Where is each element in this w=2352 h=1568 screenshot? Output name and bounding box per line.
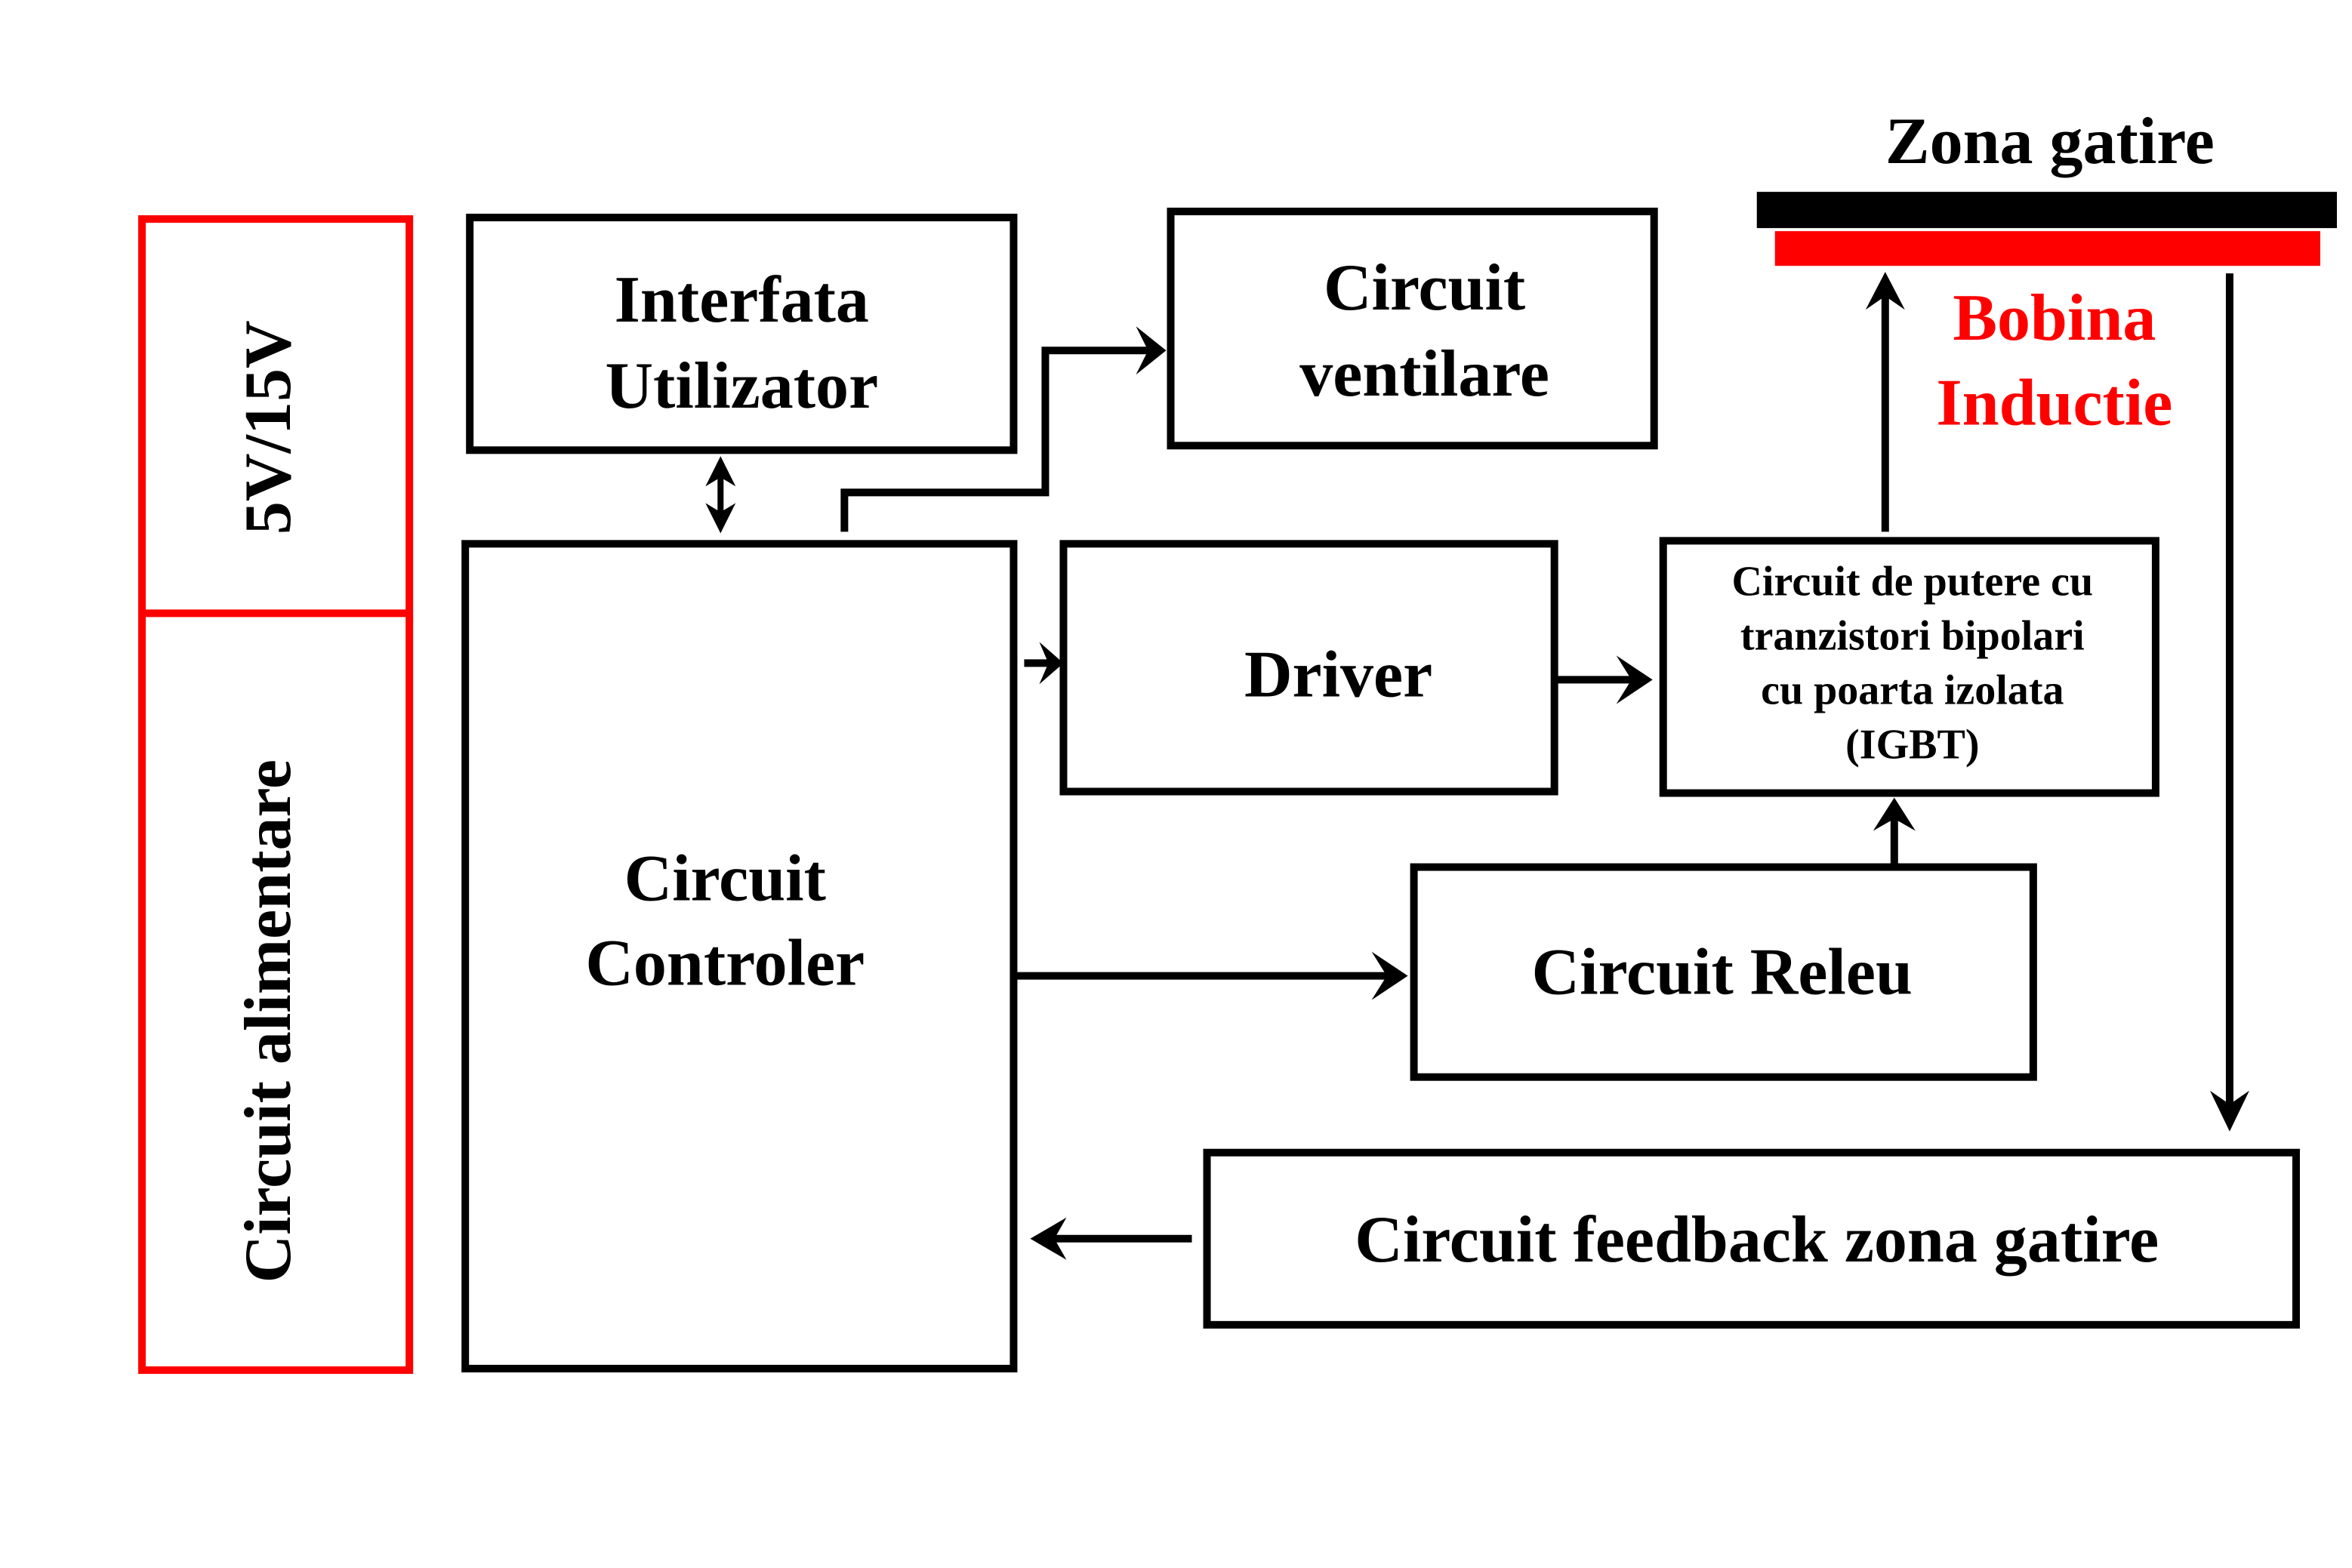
driver-label: Driver — [1244, 638, 1432, 711]
igbt-line-4: (IGBT) — [1845, 721, 1979, 768]
connection-feedback-controller — [1030, 1217, 1192, 1260]
arrow-up-icon — [1873, 797, 1916, 831]
coil-label-line-2: Inductie — [1936, 366, 2172, 439]
feedback-box — [1203, 1148, 2300, 1329]
arrow-up-icon — [705, 456, 736, 487]
connection-coil-feedback — [2209, 273, 2249, 1132]
controller-block: Circuit Controler — [461, 540, 1018, 1372]
igbt-line-2: tranzistori bipolari — [1740, 612, 2085, 659]
relay-box — [1410, 863, 2037, 1081]
arrow-right-icon — [1371, 951, 1408, 1000]
igbt-box — [1659, 537, 2159, 797]
arrow-right-icon — [1039, 642, 1064, 685]
driver-box — [1059, 540, 1558, 796]
igbt-line-3: cu poarta izolata — [1761, 667, 2064, 713]
arrow-left-icon — [1030, 1217, 1067, 1260]
igbt-block: Circuit de putere cu tranzistori bipolar… — [1659, 537, 2159, 797]
controller-box — [461, 540, 1018, 1372]
fan-circuit-box — [1167, 208, 1658, 450]
induction-coil-label: Bobina Inductie — [1936, 282, 2172, 439]
feedback-block: Circuit feedback zona gatire — [1203, 1148, 2300, 1329]
connection-controller-driver — [1024, 642, 1064, 685]
arrow-down-icon — [705, 503, 736, 534]
controller-line-2: Controler — [585, 927, 865, 1000]
fan-circuit-line-2: ventilare — [1299, 337, 1549, 411]
connection-driver-igbt — [1557, 655, 1653, 704]
user-interface-line-1: Interfata — [615, 263, 869, 337]
voltage-label: 5V/15V — [232, 320, 305, 534]
user-interface-line-2: Utilizator — [605, 350, 878, 423]
connection-controller-fan — [840, 326, 1167, 532]
cooking-zone-plate — [1756, 192, 2337, 229]
connection-igbt-coil — [1865, 272, 1905, 532]
power-supply-block: 5V/15V Circuit alimentare — [138, 215, 414, 1374]
arrow-right-icon — [1136, 326, 1167, 375]
arrow-up-icon — [1865, 272, 1905, 310]
cooking-zone-title: Zona gatire — [1885, 105, 2215, 178]
fan-circuit-line-1: Circuit — [1324, 251, 1525, 325]
coil-label-line-1: Bobina — [1953, 282, 2156, 355]
connection-ui-controller — [705, 456, 736, 534]
relay-block: Circuit Releu — [1410, 863, 2037, 1081]
power-supply-outer — [138, 215, 414, 1374]
power-supply-label: Circuit alimentare — [232, 759, 305, 1283]
feedback-label: Circuit feedback zona gatire — [1355, 1203, 2159, 1277]
connection-relay-igbt — [1873, 797, 1916, 867]
controller-line-1: Circuit — [624, 843, 826, 916]
connection-controller-relay — [1016, 951, 1408, 1000]
relay-label: Circuit Releu — [1532, 936, 1913, 1009]
driver-block: Driver — [1059, 540, 1558, 796]
user-interface-block: Interfata Utilizator — [466, 214, 1018, 454]
arrow-right-icon — [1616, 655, 1653, 704]
igbt-line-1: Circuit de putere cu — [1731, 558, 2093, 605]
induction-coil-bar — [1774, 231, 2320, 266]
arrow-down-icon — [2209, 1090, 2249, 1132]
fan-circuit-block: Circuit ventilare — [1167, 208, 1658, 450]
user-interface-box — [466, 214, 1018, 454]
